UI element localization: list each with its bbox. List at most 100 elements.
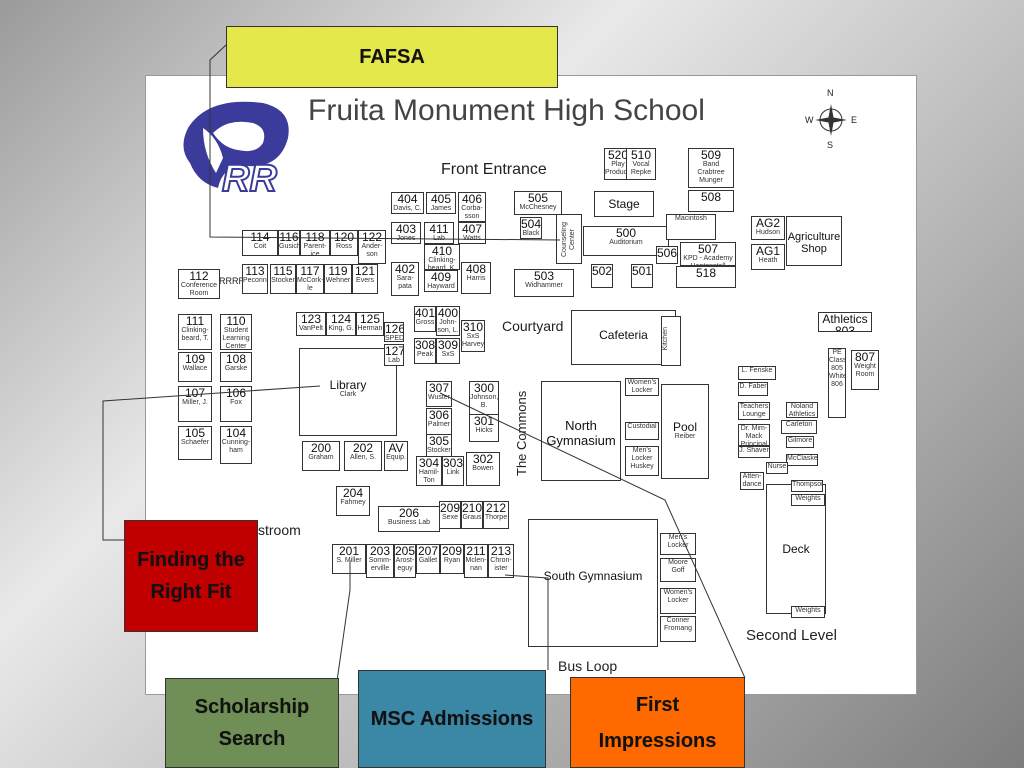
room-label: Black (522, 230, 540, 237)
room-label: Equip. (386, 454, 406, 461)
room-label: Clinking-beard, K. (427, 257, 457, 270)
compass-e: E (851, 115, 858, 125)
room-number: 107 (184, 386, 206, 400)
room-fen: L. Fenske (738, 366, 776, 380)
room-number: 202 (352, 441, 374, 455)
room-label: PE Classroom 805 Whiteman 806 (829, 349, 845, 388)
room-label: Johnson, B. (470, 394, 499, 409)
room-number: 407 (461, 222, 483, 236)
room-label: Mclen-nan (465, 557, 487, 572)
room-ml2: Men's Locker (660, 533, 696, 555)
room-pe: PE Classroom 805 Whiteman 806 (828, 348, 846, 418)
room-label: John-son, L. (437, 319, 459, 334)
room-501: 501 (631, 264, 653, 288)
room-number: 212 (485, 501, 507, 515)
room-number: 411 (429, 222, 449, 236)
room-number: 807 (854, 350, 876, 364)
room-number: 108 (225, 352, 247, 366)
rrrr-label: RRRR (219, 276, 245, 286)
room-number: 401 (415, 306, 436, 320)
room-label: Gallet (418, 557, 438, 564)
room-label: Wallace (182, 365, 208, 372)
room-label: Weights (795, 607, 821, 614)
room-number: 406 (461, 192, 483, 206)
agriculture-shop: Agriculture Shop (786, 216, 842, 266)
room-number: 207 (417, 544, 439, 558)
room-label: Herman (357, 325, 383, 332)
room-wt2: Weights (791, 606, 825, 618)
room-label: Nurse (767, 463, 787, 470)
courtyard-label: Courtyard (502, 318, 564, 334)
room-number: 122 (361, 230, 383, 244)
room-label: Hicks (475, 427, 493, 434)
room-number: 209 (441, 544, 463, 558)
room-label: Macintosh (675, 215, 707, 222)
room-mac: Macintosh (666, 214, 716, 240)
room-gil: Gilmore (786, 436, 814, 448)
room-label: Student Learning Center (222, 327, 250, 350)
room-label: Play Production (605, 161, 631, 176)
room-number: 104 (225, 426, 247, 440)
compass-rose-icon: N S W E (801, 88, 861, 150)
room-number: 116 (279, 230, 299, 244)
room-label: McChesney (519, 204, 557, 211)
room-label: Garske (224, 365, 248, 372)
room-nurse: Nurse (766, 462, 788, 474)
room-label: Ross (336, 243, 352, 250)
room-label: Fahmey (340, 499, 366, 506)
room-number: 121 (354, 264, 376, 278)
room-number: 506 (657, 246, 678, 260)
room-number: 307 (428, 381, 450, 395)
scholarship-search-callout[interactable]: Scholarship Search (165, 678, 339, 768)
room-number: 213 (490, 544, 512, 558)
fafsa-callout[interactable]: FAFSA (226, 26, 558, 88)
stage: Stage (594, 191, 654, 217)
room-number: 113 (245, 264, 265, 278)
room-label: Peak (417, 351, 433, 358)
room-number: 520 (607, 148, 629, 162)
room-number: 403 (395, 222, 417, 236)
room-number: 110 (226, 314, 246, 328)
room-number: 211 (466, 544, 486, 558)
room-number: 505 (527, 191, 549, 205)
room-label: Ander-son (361, 243, 383, 258)
room-number: 508 (700, 190, 722, 204)
finding-right-fit-callout[interactable]: Finding the Right Fit (124, 520, 258, 632)
room-number: 306 (428, 408, 450, 422)
bus-loop-label: Bus Loop (558, 658, 618, 674)
room-number: 111 (185, 314, 205, 328)
room-thom: Thompson (791, 480, 823, 492)
room-label: Women's Locker (663, 589, 693, 604)
room-label: Evers (356, 277, 374, 284)
compass-w: W (805, 115, 814, 125)
msc-admissions-callout[interactable]: MSC Admissions (358, 670, 546, 768)
room-label: Palmer (427, 421, 451, 428)
first-impressions-callout[interactable]: First Impressions (570, 677, 745, 768)
